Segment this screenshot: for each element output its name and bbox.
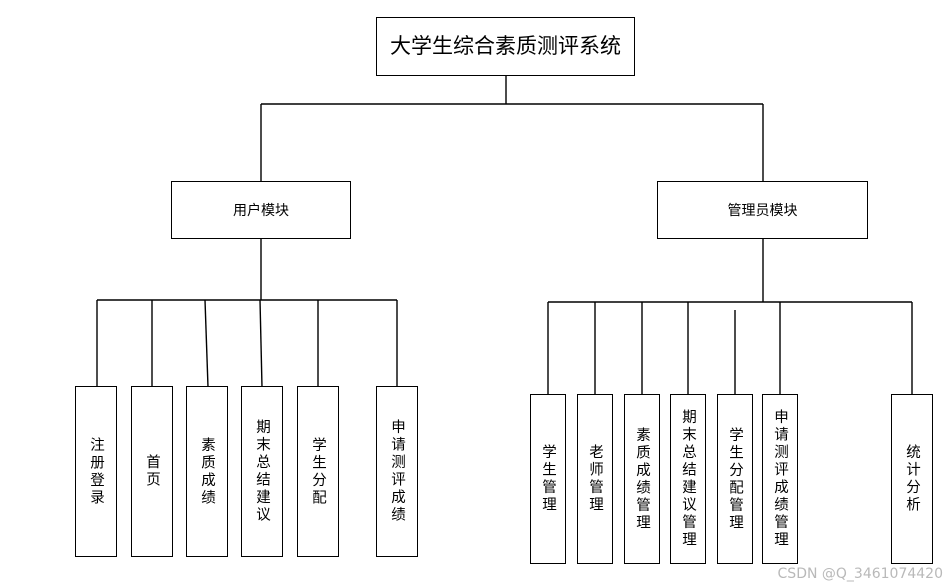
admin-module-label: 管理员模块 xyxy=(727,203,798,219)
user-child-label: 申请测评成绩 xyxy=(389,419,405,524)
admin-child-node: 期末总结建议管理 xyxy=(670,394,706,564)
user-child-node: 申请测评成绩 xyxy=(376,386,418,557)
admin-child-label: 学生分配管理 xyxy=(727,426,743,532)
admin-child-label: 统计分析 xyxy=(904,444,920,514)
user-child-label: 期末总结建议 xyxy=(254,419,270,524)
admin-child-node: 学生分配管理 xyxy=(717,394,753,564)
user-child-node: 素质成绩 xyxy=(186,386,228,557)
admin-child-label: 期末总结建议管理 xyxy=(680,409,696,549)
admin-child-node: 老师管理 xyxy=(577,394,613,564)
admin-module-node: 管理员模块 xyxy=(657,181,868,239)
user-module-node: 用户模块 xyxy=(171,181,351,239)
admin-child-label: 申请测评成绩管理 xyxy=(772,409,788,549)
admin-child-label: 老师管理 xyxy=(587,444,603,514)
user-child-label: 首页 xyxy=(144,454,160,489)
watermark: CSDN @Q_3461074420 xyxy=(777,566,943,582)
admin-child-node: 统计分析 xyxy=(891,394,933,564)
user-child-node: 期末总结建议 xyxy=(241,386,283,557)
root-node: 大学生综合素质测评系统 xyxy=(376,17,635,76)
user-child-label: 注册登录 xyxy=(88,436,104,507)
root-label: 大学生综合素质测评系统 xyxy=(390,34,621,58)
user-child-node: 注册登录 xyxy=(75,386,117,557)
user-child-node: 首页 xyxy=(131,386,173,557)
admin-child-label: 素质成绩管理 xyxy=(634,426,650,532)
admin-child-node: 素质成绩管理 xyxy=(624,394,660,564)
user-child-label: 学生分配 xyxy=(310,436,326,507)
user-child-label: 素质成绩 xyxy=(199,436,215,507)
admin-child-node: 学生管理 xyxy=(530,394,566,564)
user-child-node: 学生分配 xyxy=(297,386,339,557)
user-module-label: 用户模块 xyxy=(233,203,289,219)
admin-child-node: 申请测评成绩管理 xyxy=(762,394,798,564)
admin-child-label: 学生管理 xyxy=(540,444,556,514)
